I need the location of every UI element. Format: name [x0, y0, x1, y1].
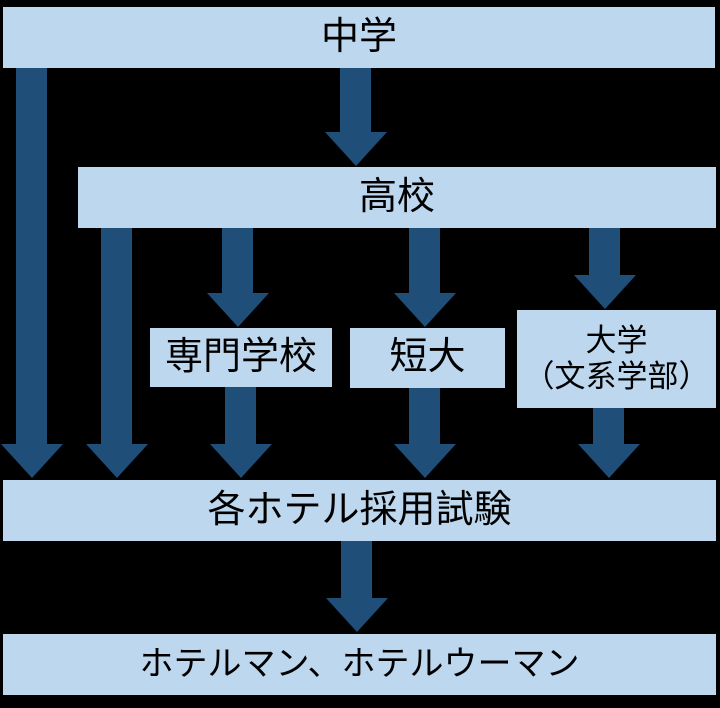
node-tandai: 短大 — [350, 328, 505, 388]
arrow-koko-to-tandai-icon — [394, 228, 456, 327]
arrow-head — [86, 444, 148, 478]
arrow-head — [1, 444, 63, 478]
node-senmon: 専門学校 — [150, 328, 332, 387]
arrow-chugaku-to-exam-icon — [1, 68, 63, 478]
arrow-shaft — [222, 228, 253, 293]
arrow-head — [326, 598, 388, 632]
node-chugaku: 中学 — [3, 7, 715, 68]
arrow-shaft — [341, 541, 372, 598]
arrow-chugaku-to-koko-icon — [325, 68, 387, 166]
arrow-exam-to-hotelman-icon — [326, 541, 388, 632]
node-exam: 各ホテル採用試験 — [3, 480, 716, 541]
arrow-shaft — [16, 68, 47, 444]
arrow-shaft — [409, 228, 440, 293]
arrow-tandai-to-exam-icon — [394, 388, 456, 478]
arrow-koko-to-daigaku-icon — [574, 228, 636, 309]
arrow-shaft — [225, 387, 256, 444]
arrow-senmon-to-exam-icon — [210, 387, 272, 478]
node-daigaku-line1: 大学 — [585, 323, 648, 359]
node-koko: 高校 — [78, 167, 716, 228]
node-daigaku-line2: （文系学部） — [523, 359, 710, 394]
arrow-head — [574, 275, 636, 309]
arrow-shaft — [593, 408, 624, 444]
arrow-shaft — [409, 388, 440, 444]
arrow-shaft — [101, 228, 132, 444]
arrow-shaft — [589, 228, 620, 275]
arrow-shaft — [340, 68, 371, 132]
arrow-koko-to-senmon-icon — [207, 228, 269, 327]
arrow-head — [207, 293, 269, 327]
node-hotelman: ホテルマン、ホテルウーマン — [3, 634, 716, 695]
arrow-head — [210, 444, 272, 478]
arrow-head — [394, 293, 456, 327]
arrow-head — [578, 444, 640, 478]
arrow-daigaku-to-exam-icon — [578, 408, 640, 478]
node-daigaku: 大学 （文系学部） — [517, 310, 716, 408]
arrow-head — [325, 132, 387, 166]
arrow-koko-to-exam-icon — [86, 228, 148, 478]
arrow-head — [394, 444, 456, 478]
